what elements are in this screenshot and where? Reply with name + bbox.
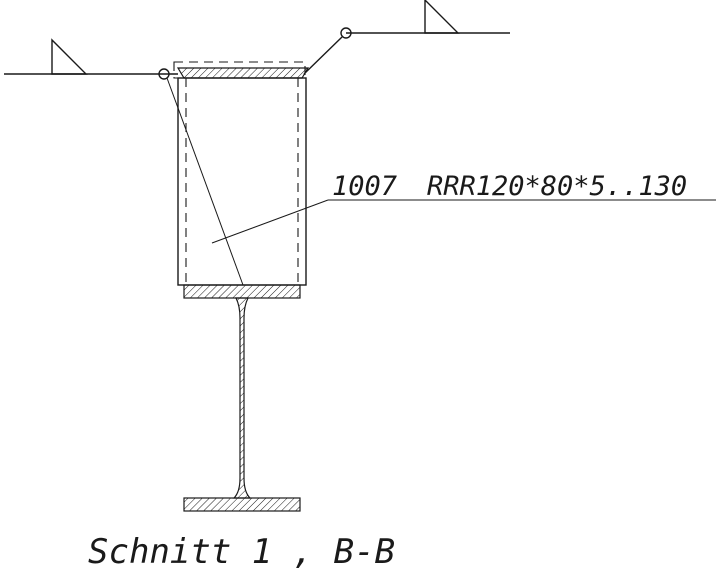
top-flange [183, 284, 301, 299]
i-beam-section [183, 284, 301, 512]
right-fillet-weld-symbol [424, 0, 460, 34]
right-leader-line [303, 36, 343, 75]
left-weld-marker-circle [158, 68, 170, 80]
profile-label: RRR120*80*5..130 [427, 171, 687, 202]
rhs-outline [177, 77, 307, 286]
web [232, 297, 252, 499]
bottom-flange [183, 497, 301, 512]
part-leader-line [211, 199, 329, 244]
left-weld-reference [4, 38, 178, 80]
left-leader-line [166, 77, 244, 286]
part-number-label: 1007 [332, 171, 397, 202]
rectangular-hollow-section [177, 77, 307, 286]
cap-plate-hatched [176, 67, 310, 79]
top-cap-plate [173, 61, 310, 79]
right-weld-reference [303, 0, 510, 75]
left-fillet-weld-symbol [51, 38, 88, 75]
right-weld-marker-circle [340, 27, 352, 39]
section-title: Schnitt 1 , B-B [88, 532, 395, 572]
